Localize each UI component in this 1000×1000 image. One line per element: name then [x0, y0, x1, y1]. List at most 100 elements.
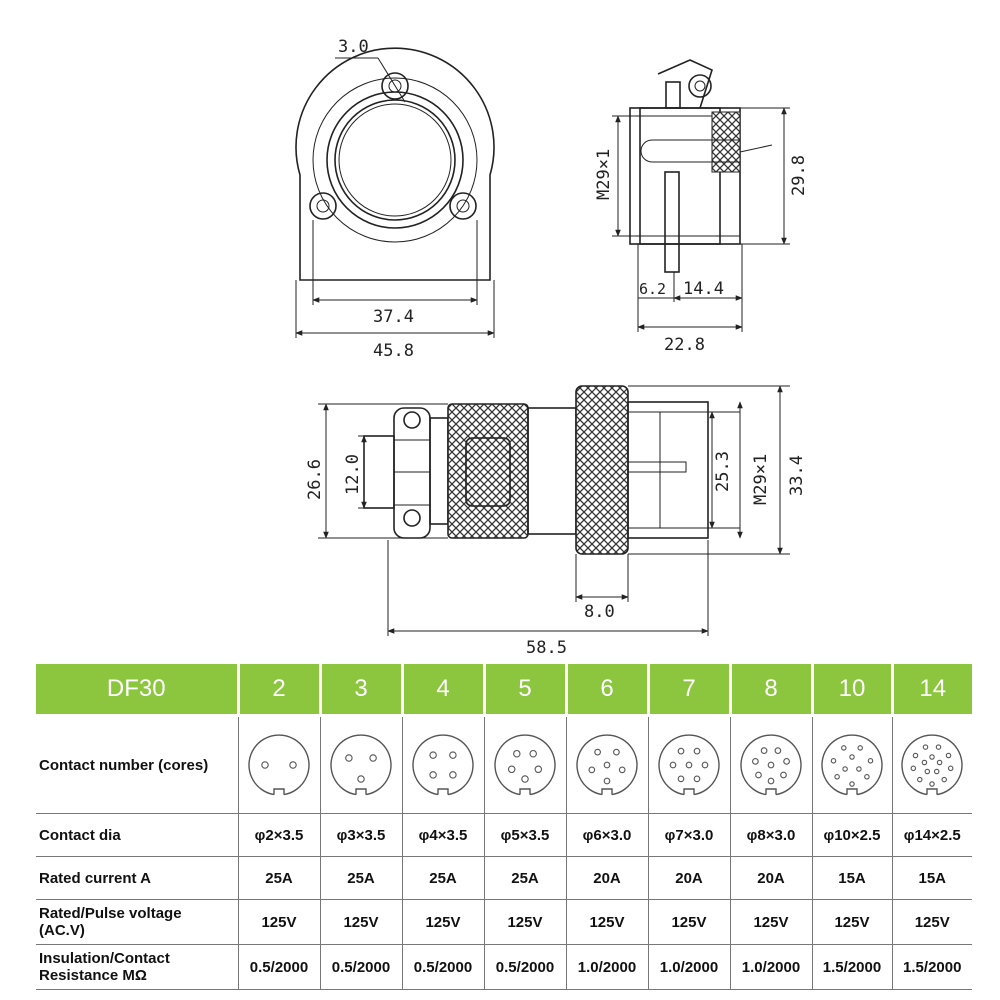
row-contact-dia: Contact dia φ2×3.5 φ3×3.5 φ4×3.5 φ5×3.5 … — [36, 813, 972, 857]
row-label: Rated/Pulse voltage(AC.V) — [36, 899, 238, 945]
connector-face — [658, 734, 720, 796]
contact-pin — [774, 747, 782, 754]
contact-pin — [449, 751, 457, 759]
contact-pin — [261, 761, 269, 769]
contact-pin — [534, 765, 543, 774]
cell: 1.5/2000 — [811, 944, 892, 990]
row-rated-voltage: Rated/Pulse voltage(AC.V) 125V 125V 125V… — [36, 899, 972, 945]
cell: φ6×3.0 — [565, 813, 648, 857]
pin-layout-6 — [565, 715, 648, 814]
col-header: 2 — [236, 664, 320, 717]
contact-pin — [289, 761, 297, 769]
cell: 20A — [729, 856, 812, 900]
key-notch — [355, 788, 367, 795]
connector-face — [494, 734, 556, 796]
cell: 25A — [237, 856, 320, 900]
row-label: Contact number (cores) — [36, 715, 238, 814]
connector-face — [576, 734, 638, 796]
contact-pin — [603, 761, 611, 769]
contact-pin — [934, 768, 940, 775]
cell: 1.0/2000 — [565, 944, 648, 990]
contact-pin — [513, 749, 521, 758]
contact-pin — [929, 754, 935, 760]
row-label-line2: (AC.V) — [39, 922, 85, 939]
flange-hole-left — [309, 192, 337, 220]
cell: φ3×3.5 — [319, 813, 402, 857]
key-notch — [683, 788, 695, 795]
row-contact-number: Contact number (cores) — [36, 715, 972, 814]
dim-plug-d1: 25.3 — [713, 451, 733, 492]
cell: 125V — [319, 899, 402, 945]
contact-pin — [677, 775, 685, 783]
contact-pin — [917, 776, 923, 783]
cell: 125V — [483, 899, 566, 945]
contact-pin — [521, 775, 529, 783]
key-notch — [765, 788, 777, 795]
col-header: 8 — [728, 664, 812, 717]
col-header: 4 — [400, 664, 484, 717]
cell: 1.0/2000 — [647, 944, 730, 990]
cell: φ2×3.5 — [237, 813, 320, 857]
contact-pin — [856, 766, 862, 772]
pin-layout-7 — [647, 715, 730, 814]
cell: 25A — [401, 856, 484, 900]
contact-pin — [588, 766, 596, 774]
contact-pin — [841, 745, 847, 751]
key-notch — [846, 788, 858, 795]
col-header: 10 — [810, 664, 892, 717]
key-notch — [437, 788, 449, 795]
dim-side-total: 22.8 — [664, 335, 705, 355]
cell: 125V — [401, 899, 484, 945]
contact-pin — [760, 747, 768, 754]
pin-layout-2 — [237, 715, 320, 814]
dim-plug-inner: 12.0 — [343, 454, 363, 495]
cell: 25A — [319, 856, 402, 900]
cell: φ7×3.0 — [647, 813, 730, 857]
pin-layout-4 — [401, 715, 484, 814]
cell: φ8×3.0 — [729, 813, 812, 857]
contact-pin — [864, 774, 870, 780]
dim-plug-length: 58.5 — [526, 638, 567, 658]
pin-layout-14 — [891, 715, 972, 814]
contact-pin — [867, 758, 874, 764]
dim-side-thread: M29×1 — [594, 149, 614, 200]
model-header: DF30 — [36, 664, 238, 717]
contact-pin — [912, 752, 919, 759]
connector-face — [821, 734, 883, 796]
spec-table: DF30 2 3 4 5 6 7 8 10 14 Contact number … — [36, 664, 972, 990]
cell: 1.0/2000 — [729, 944, 812, 990]
cell: 0.5/2000 — [319, 944, 402, 990]
contact-pin — [429, 771, 437, 779]
key-notch — [519, 788, 531, 795]
contact-pin — [449, 771, 457, 779]
contact-pin — [921, 759, 928, 766]
connector-face — [412, 734, 474, 796]
cell: 125V — [647, 899, 730, 945]
row-label-line2: Resistance MΩ — [39, 967, 147, 984]
contact-pin — [345, 754, 353, 762]
contact-pin — [937, 759, 943, 766]
contact-pin — [941, 776, 948, 783]
dim-side-height: 29.8 — [789, 155, 809, 196]
contact-pin — [945, 752, 952, 759]
key-notch — [601, 788, 613, 795]
row-rated-current: Rated current A 25A 25A 25A 25A 20A 20A … — [36, 856, 972, 900]
contact-pin — [924, 768, 931, 775]
dim-plug-outer: 26.6 — [305, 459, 325, 500]
connector-face — [248, 734, 310, 796]
contact-pin — [613, 748, 620, 756]
flange-hole-right — [449, 192, 477, 220]
cell: 125V — [811, 899, 892, 945]
col-header: 3 — [318, 664, 402, 717]
side-view-socket: M29×1 29.8 6.2 14.4 22.8 — [594, 59, 809, 355]
contact-pin — [677, 747, 685, 755]
technical-drawings: 3.0 37.4 45.8 M29×1 29.8 — [295, 37, 809, 658]
pin-layout-5 — [483, 715, 566, 814]
contact-pin — [857, 745, 863, 751]
plug-view: 26.6 12.0 25.3 M29×1 33.4 8.0 58.5 — [305, 385, 807, 658]
col-header: 14 — [890, 664, 972, 717]
front-view-flange: 3.0 37.4 45.8 — [295, 37, 495, 361]
cell: 0.5/2000 — [237, 944, 320, 990]
cell: φ14×2.5 — [891, 813, 972, 857]
contact-pin — [842, 766, 848, 772]
